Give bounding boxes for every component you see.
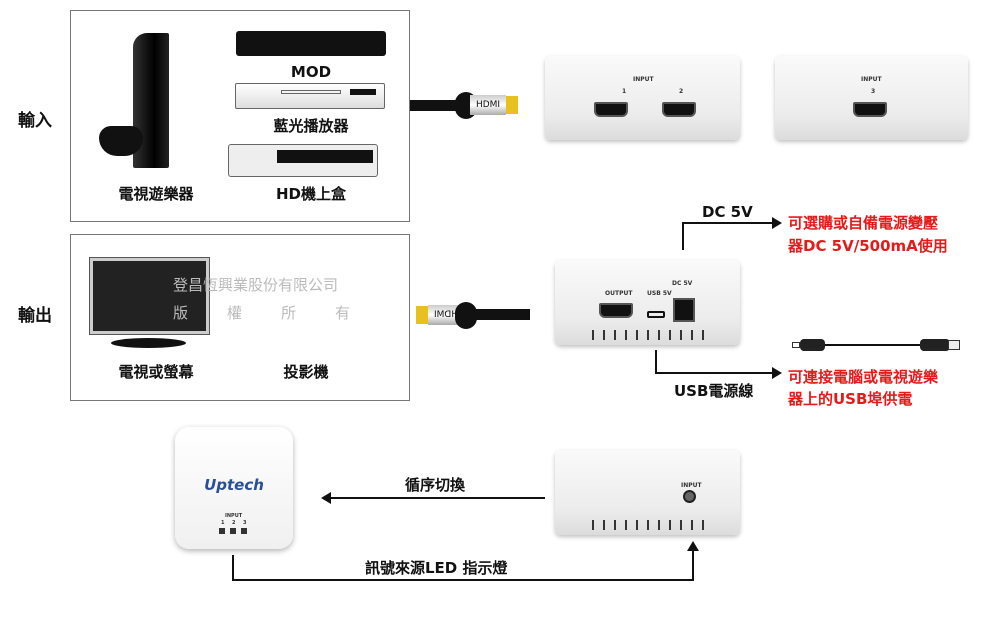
bluray-label: 藍光播放器 (273, 117, 349, 135)
hdmi-port-2 (662, 102, 696, 117)
hdmi-port-3 (853, 102, 887, 117)
mod-box-image (236, 31, 386, 56)
projector-label: 投影機 (283, 363, 329, 381)
watermark-char: 有 (335, 304, 351, 322)
hdmi-plug-tip (416, 306, 428, 324)
usb-connector-line (655, 372, 774, 374)
tv-label: 電視或螢幕 (118, 363, 194, 381)
output-port-label: OUTPUT (605, 290, 633, 297)
watermark-char: 權 (227, 304, 243, 322)
input-label: INPUT (633, 76, 654, 83)
led-number: 1 (221, 520, 225, 526)
dc-note-line2: 器DC 5V/500mA使用 (788, 237, 948, 255)
led-indicator (230, 528, 236, 534)
input-side-label: 輸入 (18, 111, 52, 131)
switch-input-side-1-2: INPUT 1 2 (545, 56, 740, 140)
bluray-player-image (235, 83, 385, 109)
dc-jack (673, 298, 695, 322)
led-connector-line (692, 550, 694, 581)
switch-front-view: Uptech INPUT 1 2 3 (175, 427, 293, 549)
vents (592, 330, 704, 340)
hdmi-connector-input: HDMI (470, 95, 506, 115)
usb-cable-image (792, 339, 962, 351)
output-devices-panel: 登昌恆興業股份有限公司 版 權 所 有 電視或螢幕 投影機 (70, 234, 410, 401)
brand-logo: Uptech (204, 476, 264, 494)
hdmi-connector-grip (455, 302, 477, 329)
port-1-number: 1 (622, 88, 627, 95)
led-indicator (219, 528, 225, 534)
dc-connector-line (682, 222, 774, 224)
cycle-arrow-line (330, 497, 545, 499)
port-3-number: 3 (871, 88, 876, 95)
console-label: 電視遊樂器 (118, 185, 194, 203)
input-select-button[interactable] (683, 490, 696, 503)
port-2-number: 2 (679, 88, 684, 95)
led-indicator-label: 訊號來源LED 指示燈 (365, 559, 508, 577)
dc-port-label: DC 5V (672, 280, 693, 287)
usb-connector-line (655, 350, 657, 374)
output-side-label: 輸出 (18, 306, 52, 326)
usb-cable-label: USB電源線 (674, 382, 754, 400)
arrow-up-icon (687, 541, 699, 551)
switch-rear-side: OUTPUT USB 5V DC 5V (555, 260, 740, 345)
hd-box-image (228, 144, 378, 177)
hdmi-port-1 (594, 102, 628, 117)
usb-note-line2: 器上的USB埠供電 (788, 390, 913, 408)
dc-connector-line (682, 222, 684, 250)
vents (592, 520, 704, 530)
input-button-label: INPUT (681, 482, 702, 489)
tv-stand (111, 338, 186, 348)
tv-image (89, 257, 210, 335)
input-sources-panel: 電視遊樂器 MOD 藍光播放器 HD機上盒 (70, 10, 410, 222)
led-number: 2 (232, 520, 236, 526)
arrow-right-icon (772, 367, 782, 379)
hdmi-cable-input (410, 100, 465, 111)
arrow-right-icon (772, 217, 782, 229)
hdmi-cable-output (470, 309, 530, 320)
input-label: INPUT (861, 76, 882, 83)
hdmi-output-port (599, 303, 633, 318)
usb-port-label: USB 5V (647, 290, 672, 297)
dc-label: DC 5V (702, 203, 753, 221)
led-connector-line (232, 555, 234, 581)
led-number: 3 (243, 520, 247, 526)
hdmi-plug-tip (506, 96, 518, 114)
watermark-char: 所 (281, 304, 297, 322)
front-input-label: INPUT (225, 513, 243, 519)
led-connector-line (232, 579, 694, 581)
switch-input-side-3: INPUT 3 (775, 56, 968, 140)
gamepad-image (99, 126, 143, 156)
hdbox-label: HD機上盒 (275, 185, 346, 203)
switch-button-side: INPUT (555, 450, 740, 535)
usb-note-line1: 可連接電腦或電視遊樂 (788, 368, 939, 386)
watermark-company: 登昌恆興業股份有限公司 (173, 276, 339, 294)
cycle-label: 循序切換 (405, 476, 466, 494)
usb-port (647, 311, 665, 318)
mod-label: MOD (290, 63, 332, 81)
dc-note-line1: 可選購或自備電源變壓 (788, 214, 939, 232)
arrow-left-icon (321, 492, 331, 504)
watermark-char: 版 (173, 304, 189, 322)
led-indicator (241, 528, 247, 534)
